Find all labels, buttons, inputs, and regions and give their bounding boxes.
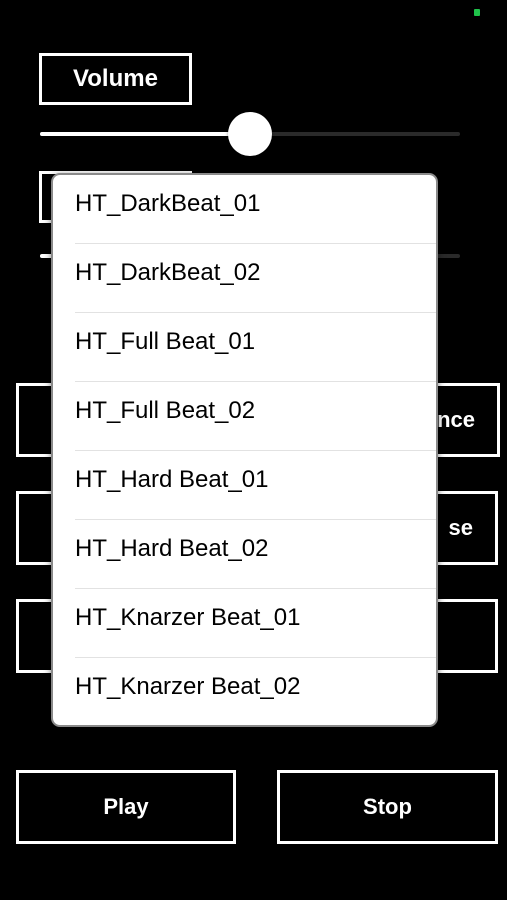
beat-dropdown[interactable]: HT_DarkBeat_01 HT_DarkBeat_02 HT_Full Be… — [51, 173, 438, 727]
dropdown-item[interactable]: HT_Hard Beat_01 — [75, 451, 436, 520]
status-indicator — [474, 9, 480, 16]
dropdown-item[interactable]: HT_Full Beat_01 — [75, 313, 436, 382]
dropdown-item[interactable]: HT_DarkBeat_01 — [75, 175, 436, 244]
row1-right-button-label: nce — [437, 407, 475, 432]
stop-button-label: Stop — [363, 794, 412, 819]
volume-label-text: Volume — [73, 65, 158, 92]
play-button[interactable]: Play — [16, 770, 236, 844]
play-button-label: Play — [103, 794, 149, 819]
volume-slider-thumb[interactable] — [228, 112, 272, 156]
dropdown-item[interactable]: HT_Knarzer Beat_01 — [75, 589, 436, 658]
stop-button[interactable]: Stop — [277, 770, 498, 844]
volume-slider-fill — [40, 132, 250, 136]
dropdown-item[interactable]: HT_DarkBeat_02 — [75, 244, 436, 313]
dropdown-item[interactable]: HT_Full Beat_02 — [75, 382, 436, 451]
volume-slider[interactable] — [40, 112, 460, 156]
row2-right-button-label: se — [448, 515, 473, 540]
dropdown-item[interactable]: HT_Knarzer Beat_02 — [75, 673, 301, 700]
volume-label: Volume — [39, 53, 192, 105]
dropdown-item[interactable]: HT_Hard Beat_02 — [75, 520, 436, 589]
